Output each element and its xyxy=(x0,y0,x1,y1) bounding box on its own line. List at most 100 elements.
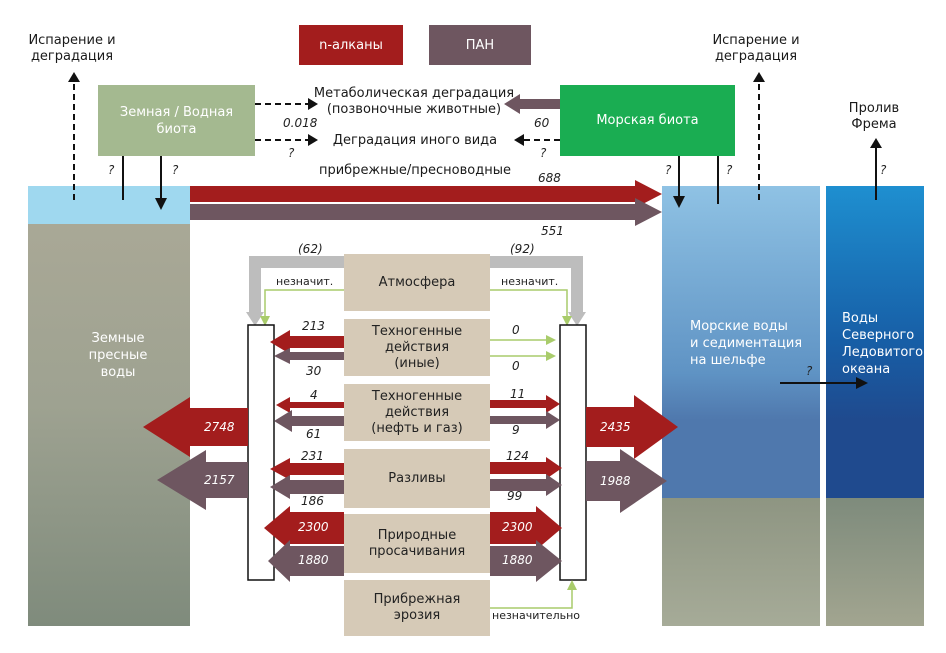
q-fram: ? xyxy=(880,163,887,177)
erosion-green-head xyxy=(567,580,577,590)
oil-right-pah-arrow xyxy=(490,411,560,429)
fram-arrow-head xyxy=(870,138,882,148)
arctic-sediment xyxy=(826,498,924,626)
q-marine-uptake: ? xyxy=(726,163,733,177)
source-erosion-label: Прибрежная эрозия xyxy=(373,592,461,623)
source-atmosphere-label: Атмосфера xyxy=(378,274,456,290)
val-60: 60 xyxy=(534,116,550,130)
coastal-freshwater-label: прибрежные/пресноводные xyxy=(318,163,512,178)
spill-right-alk-val: 124 xyxy=(506,449,529,463)
q-marine-release: ? xyxy=(665,163,672,177)
erosion-green-line xyxy=(490,588,573,609)
seep-right-pah-val: 1880 xyxy=(502,553,533,567)
atm-right-green xyxy=(490,289,568,318)
atm-left-green xyxy=(264,289,344,318)
source-seeps: Природные просачивания xyxy=(344,514,490,573)
spill-left-alk-val: 231 xyxy=(301,449,324,463)
legend-alkanes: n-алканы xyxy=(299,25,403,65)
source-erosion: Прибрежная эрозия xyxy=(344,580,490,636)
seep-right-alk-val: 2300 xyxy=(502,520,533,534)
total-right-alk-val: 2435 xyxy=(600,420,631,434)
source-seeps-label: Природные просачивания xyxy=(368,527,466,559)
land-other-deg-head xyxy=(308,134,318,146)
source-anthro-other-label: Техногенные действия (иные) xyxy=(371,323,463,371)
seep-right-alk-arrow xyxy=(490,506,562,550)
atm-right-bracket-head xyxy=(568,312,586,326)
atm-right-bracket xyxy=(490,256,583,312)
other-left-alk-val: 213 xyxy=(302,319,325,333)
land-water-surface xyxy=(28,186,190,224)
oil-right-alk-val: 11 xyxy=(510,387,526,401)
total-left-pah-val: 2157 xyxy=(204,473,235,487)
spill-left-pah-val: 186 xyxy=(301,494,324,508)
seep-left-alk-arrow xyxy=(264,506,344,550)
source-anthro-oil-label: Техногенные действия (нефть и газ) xyxy=(371,388,463,436)
arctic-water-column xyxy=(826,186,924,498)
total-left-alk-val: 2748 xyxy=(204,420,235,434)
q-land-release: ? xyxy=(172,163,179,177)
source-anthro-oil: Техногенные действия (нефть и газ) xyxy=(344,384,490,441)
evap-right-arrow-head xyxy=(753,72,765,82)
spill-left-pah-arrow xyxy=(270,475,344,499)
oil-left-alk-arrow xyxy=(276,397,344,413)
spill-left-alk-arrow xyxy=(270,458,344,480)
marine-sediment xyxy=(662,498,820,626)
marine-other-deg-head xyxy=(514,134,524,146)
oil-left-alk-val: 4 xyxy=(310,388,318,402)
metabolic-degradation-label: Метаболическая деградация (позвоночные ж… xyxy=(313,86,515,117)
val-688: 688 xyxy=(538,171,561,185)
source-atmosphere: Атмосфера xyxy=(344,254,490,311)
marine-biota-label: Морская биота xyxy=(596,113,699,128)
left-collector-bar xyxy=(247,324,275,581)
coastal-alkane-arrow xyxy=(190,180,662,208)
seep-left-alk-val: 2300 xyxy=(298,520,329,534)
right-collector-bar xyxy=(559,324,587,581)
legend-pah-label: ПАН xyxy=(465,37,495,53)
atm-left-bracket-head xyxy=(246,312,264,326)
other-right-pah-head xyxy=(546,351,556,361)
q-land-other: ? xyxy=(288,146,295,160)
marine-water-column xyxy=(662,186,820,498)
source-anthro-other: Техногенные действия (иные) xyxy=(344,319,490,376)
atm-left-green-head xyxy=(260,316,270,326)
other-degradation-label: Деградация иного вида xyxy=(332,133,498,148)
seep-right-pah-arrow xyxy=(490,540,562,582)
atm-left-total: (62) xyxy=(298,242,323,256)
arctic-water-label: Воды Северного Ледовитого океана xyxy=(842,311,924,377)
marine-biota-box: Морская биота xyxy=(560,85,735,156)
seep-left-pah-val: 1880 xyxy=(298,553,329,567)
legend-pah: ПАН xyxy=(429,25,531,65)
marine-to-arctic-head xyxy=(856,377,868,389)
marine-metabolic-deg-arrow xyxy=(504,94,560,114)
marine-biota-release-head xyxy=(673,196,685,208)
land-fresh-water-label: Земные пресные воды xyxy=(88,331,148,380)
total-right-alk-arrow xyxy=(586,395,678,459)
total-right-pah-val: 1988 xyxy=(600,474,631,488)
land-biota-box: Земная / Водная биота xyxy=(98,85,255,156)
oil-right-pah-val: 9 xyxy=(512,423,520,437)
erosion-insig: незначительно xyxy=(492,609,580,622)
other-right-alk-head xyxy=(546,335,556,345)
land-metabolic-deg-head xyxy=(308,98,318,110)
other-left-pah-arrow xyxy=(274,348,344,364)
atm-right-total: (92) xyxy=(510,242,535,256)
evap-left-label: Испарение и деградация xyxy=(28,33,116,64)
other-left-alk-arrow xyxy=(270,330,344,354)
source-spills-label: Разливы xyxy=(388,470,446,486)
fram-strait-label: Пролив Фрема xyxy=(848,101,900,132)
q-land-uptake: ? xyxy=(108,163,115,177)
spill-right-alk-arrow xyxy=(490,457,562,479)
source-spills: Разливы xyxy=(344,449,490,508)
land-biota-release-head xyxy=(155,198,167,210)
total-right-pah-arrow xyxy=(586,449,667,513)
seep-left-pah-arrow xyxy=(268,540,344,582)
val-0018: 0.018 xyxy=(283,116,318,130)
atm-right-green-head xyxy=(562,316,572,326)
oil-right-alk-arrow xyxy=(490,395,560,413)
legend-alkanes-label: n-алканы xyxy=(319,37,383,53)
atm-left-bracket xyxy=(249,256,344,312)
land-biota-label: Земная / Водная биота xyxy=(119,104,234,137)
marine-shelf-label: Морские воды и седиментация на шельфе xyxy=(690,319,803,368)
